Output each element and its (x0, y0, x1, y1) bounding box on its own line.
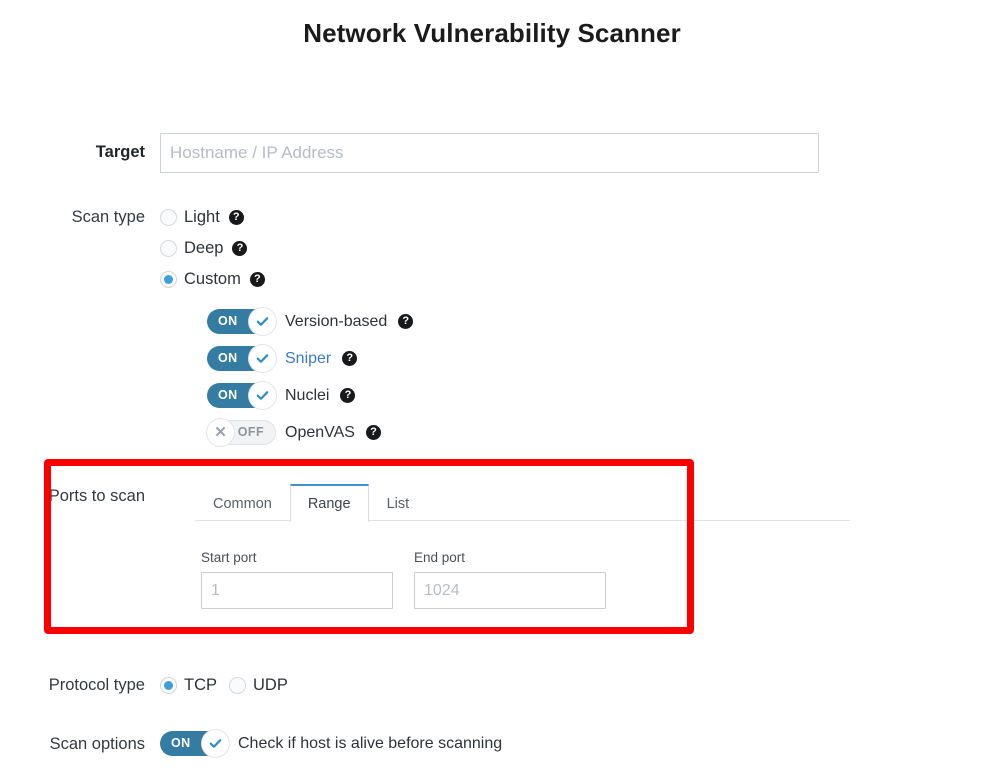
scan-type-option-light[interactable]: Light ? (160, 206, 265, 228)
module-label-sniper[interactable]: Sniper (285, 349, 332, 367)
scan-type-label-light: Light (184, 207, 220, 226)
toggle-state-openvas: OFF (237, 425, 264, 439)
start-port-group: Start port (201, 550, 393, 609)
end-port-input[interactable] (414, 572, 606, 609)
x-icon-openvas: ✕ (207, 419, 234, 446)
tab-list[interactable]: List (386, 496, 410, 512)
scan-options-description: Check if host is alive before scanning (238, 734, 503, 752)
module-label-openvas: OpenVAS (285, 423, 355, 441)
scan-type-label: Scan type (71, 208, 145, 226)
tab-common[interactable]: Common (213, 496, 272, 512)
toggle-state-host-alive-check: ON (171, 736, 191, 750)
protocol-options: TCP UDP (160, 674, 288, 696)
start-port-label: Start port (201, 550, 257, 565)
protocol-option-udp[interactable]: UDP (229, 674, 288, 696)
page-title: Network Vulnerability Scanner (303, 18, 681, 48)
help-icon-version-based[interactable]: ? (398, 314, 414, 329)
port-range-fields: Start port End port (201, 550, 606, 609)
custom-modules-list: ON Version-based ? ON Sniper ? ON (207, 308, 414, 446)
help-icon-deep[interactable]: ? (232, 240, 248, 256)
help-icon-openvas[interactable]: ? (365, 425, 381, 440)
radio-light[interactable] (160, 208, 177, 226)
scan-type-row: Scan type Light ? Deep ? Custom ? (0, 206, 984, 290)
target-label: Target (95, 143, 145, 161)
module-row-sniper: ON Sniper ? (207, 345, 413, 372)
toggle-openvas[interactable]: ✕ OFF (207, 419, 276, 446)
scan-options-inline: ON Check if host is alive before scannin… (160, 730, 503, 757)
start-port-input[interactable] (201, 572, 393, 609)
ports-to-scan-row: Ports to scan (0, 485, 984, 506)
radio-deep[interactable] (160, 239, 177, 257)
scan-type-options: Light ? Deep ? Custom ? (160, 206, 265, 290)
tabs-divider (195, 520, 850, 521)
toggle-sniper[interactable]: ON (207, 345, 276, 372)
ports-tabs: Common Range List (195, 479, 850, 522)
toggle-nuclei[interactable]: ON (207, 382, 276, 409)
protocol-label-udp: UDP (253, 675, 288, 694)
check-icon-host-alive (202, 730, 229, 757)
protocol-option-tcp[interactable]: TCP (160, 674, 217, 696)
scan-type-label-deep: Deep (184, 238, 224, 257)
scan-type-option-deep[interactable]: Deep ? (160, 237, 265, 259)
target-row: Target (0, 133, 984, 173)
scan-options-row: Scan options ON Check if host is alive b… (0, 730, 984, 757)
module-row-nuclei: ON Nuclei ? (207, 382, 413, 409)
help-icon-custom[interactable]: ? (249, 271, 265, 287)
module-row-version-based: ON Version-based ? (207, 308, 414, 335)
toggle-state-nuclei: ON (218, 388, 238, 402)
ports-to-scan-label: Ports to scan (48, 487, 145, 505)
check-icon-nuclei (249, 382, 276, 409)
scan-type-label-custom: Custom (184, 269, 241, 288)
radio-tcp[interactable] (160, 676, 177, 694)
toggle-state-sniper: ON (218, 351, 238, 365)
help-icon-nuclei[interactable]: ? (340, 388, 356, 403)
radio-custom[interactable] (160, 270, 177, 288)
check-icon-version-based (249, 308, 276, 335)
toggle-state-version-based: ON (218, 314, 238, 328)
check-icon-sniper (249, 345, 276, 372)
module-label-version-based: Version-based (285, 312, 388, 330)
module-row-openvas: ✕ OFF OpenVAS ? (207, 419, 413, 446)
end-port-label: End port (414, 550, 466, 565)
protocol-label-tcp: TCP (184, 675, 217, 694)
ports-tabs-wrap: Common Range List (195, 479, 850, 522)
radio-udp[interactable] (229, 676, 246, 694)
help-icon-sniper[interactable]: ? (342, 351, 358, 366)
end-port-group: End port (414, 550, 606, 609)
help-icon-light[interactable]: ? (228, 209, 244, 225)
tab-range[interactable]: Range (289, 484, 369, 522)
scan-type-option-custom[interactable]: Custom ? (160, 268, 265, 290)
protocol-type-label: Protocol type (48, 676, 145, 694)
target-input[interactable] (160, 133, 819, 173)
toggle-version-based[interactable]: ON (207, 308, 276, 335)
scan-options-label: Scan options (49, 735, 145, 753)
module-label-nuclei: Nuclei (285, 386, 330, 404)
protocol-type-row: Protocol type TCP UDP (0, 674, 984, 696)
toggle-host-alive-check[interactable]: ON (160, 730, 229, 757)
